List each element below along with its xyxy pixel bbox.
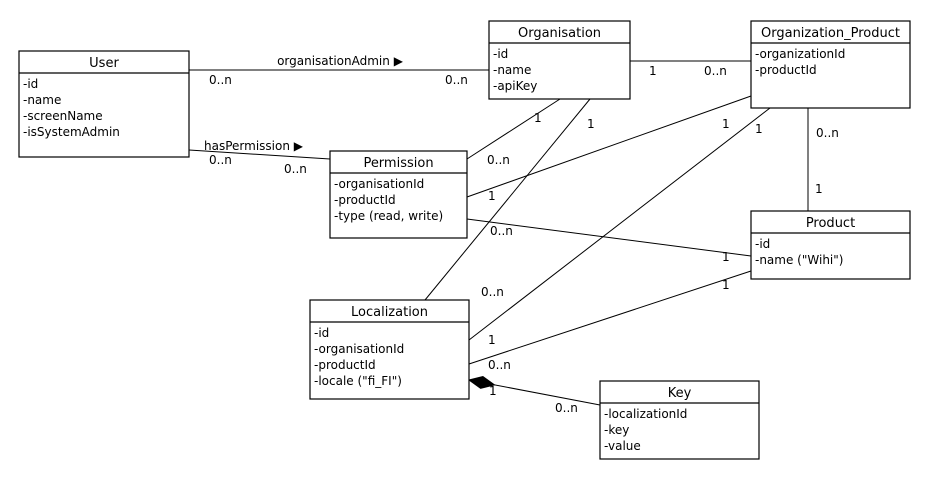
class-attribute: -screenName — [23, 109, 103, 123]
class-attribute: -id — [23, 77, 38, 91]
class-box — [329, 150, 468, 239]
class-attribute: -id — [493, 47, 508, 61]
class-box — [750, 20, 911, 109]
class-box — [309, 299, 470, 400]
class-permission: Permission -organisationId -productId -type… — [329, 150, 468, 239]
multiplicity-target: 0..n — [481, 285, 504, 299]
multiplicity-source: 0..n — [209, 153, 232, 167]
class-attribute: -key — [604, 423, 629, 437]
class-attribute: -name — [23, 93, 61, 107]
class-name: Localization — [351, 305, 428, 320]
class-organisation: Organisation -id -name -apiKey — [488, 20, 631, 100]
class-name: Organisation — [518, 26, 601, 41]
association-orgproduct-permission — [466, 95, 752, 198]
composition-diamond — [467, 375, 496, 389]
class-attribute: -productId — [314, 358, 376, 372]
class-attribute: -name — [493, 63, 531, 77]
class-localization: Localization -id -organisationId -productId… — [309, 299, 470, 400]
multiplicity-target: 1 — [488, 189, 496, 203]
multiplicity-target: 0..n — [704, 64, 727, 78]
class-attribute: -apiKey — [493, 79, 537, 93]
class-attribute: -id — [755, 237, 770, 251]
multiplicity-target: 1 — [722, 250, 730, 264]
multiplicity-source: 1 — [649, 64, 657, 78]
multiplicity-source: 0..n — [490, 224, 513, 238]
class-user: User -id -name -screenName -isSystemAdmin — [18, 50, 190, 158]
class-name: Permission — [363, 156, 433, 171]
multiplicity-target: 1 — [722, 278, 730, 292]
multiplicity-target: 0..n — [445, 73, 468, 87]
class-attribute: -productId — [755, 63, 817, 77]
association-label: organisationAdmin ▶ — [277, 54, 404, 68]
class-box — [488, 20, 631, 100]
class-name: Product — [806, 216, 855, 231]
class-key: Key -localizationId -key -value — [599, 380, 760, 460]
class-box — [18, 50, 190, 158]
multiplicity-source: 1 — [534, 111, 542, 125]
multiplicity-source: 0..n — [488, 358, 511, 372]
multiplicity-source: 1 — [722, 117, 730, 131]
class-organization-product: Organization_Product -organizationId -prod… — [750, 20, 911, 109]
class-name: Key — [668, 386, 692, 401]
association-label: hasPermission ▶ — [204, 139, 304, 153]
multiplicity-source: 0..n — [209, 73, 232, 87]
multiplicity-target: 1 — [488, 333, 496, 347]
association-orgproduct-localization — [468, 107, 771, 341]
class-box — [750, 210, 911, 280]
class-name: User — [89, 56, 119, 71]
class-attribute: -value — [604, 439, 641, 453]
class-attribute: -type (read, write) — [334, 209, 443, 223]
class-attribute: -productId — [334, 193, 396, 207]
class-name: Organization_Product — [761, 26, 900, 41]
class-attribute: -isSystemAdmin — [23, 125, 120, 139]
class-attribute: -organisationId — [314, 342, 404, 356]
multiplicity-source: 1 — [489, 384, 497, 398]
class-attribute: -organizationId — [755, 47, 845, 61]
associations — [188, 60, 809, 406]
class-attribute: -localizationId — [604, 407, 687, 421]
multiplicity-source: 0..n — [816, 126, 839, 140]
class-attribute: -name ("Wihi") — [755, 253, 843, 267]
multiplicity-target: 0..n — [555, 401, 578, 415]
multiplicity-source: 1 — [587, 117, 595, 131]
association-user-permission — [188, 149, 331, 160]
class-box — [599, 380, 760, 460]
classes: User -id -name -screenName -isSystemAdmin Org… — [18, 20, 911, 460]
class-attribute: -locale ("fi_FI") — [314, 374, 402, 388]
association-organisation-permission — [466, 98, 561, 160]
multiplicity-target: 1 — [815, 182, 823, 196]
multiplicity-target: 0..n — [284, 162, 307, 176]
association-localization-product — [468, 270, 752, 365]
class-attribute: -id — [314, 326, 329, 340]
association-organisation-localization — [424, 98, 591, 301]
multiplicity-target: 0..n — [487, 153, 510, 167]
association-permission-product — [466, 218, 752, 257]
multiplicity-source: 1 — [755, 122, 763, 136]
class-attribute: -organisationId — [334, 177, 424, 191]
class-product: Product -id -name ("Wihi") — [750, 210, 911, 280]
